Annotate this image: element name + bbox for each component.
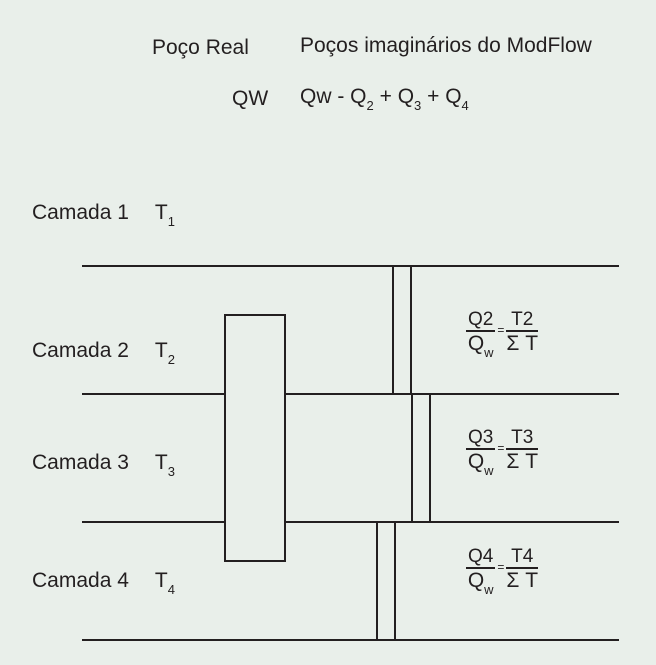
flow-ratio-formula: Q2 Qw = T2 Σ T — [466, 309, 539, 360]
imaginary-flow-expression: Qw - Q2 + Q3 + Q4 — [300, 85, 469, 113]
imaginary-well-layer3 — [411, 393, 431, 523]
flow-ratio-formula: Q3 Qw = T3 Σ T — [466, 427, 539, 478]
layer-boundary-line — [82, 639, 619, 641]
imaginary-well-layer4 — [376, 521, 396, 641]
real-well-flow: QW — [232, 87, 269, 110]
real-well-box — [224, 314, 286, 562]
layer-boundary-line — [82, 393, 619, 395]
layer-boundary-line — [82, 521, 619, 523]
layer-boundary-line — [82, 265, 619, 267]
imaginary-wells-label: Poços imaginários do ModFlow — [300, 34, 592, 57]
real-well-label: Poço Real — [152, 36, 249, 59]
imaginary-well-layer2 — [392, 265, 412, 395]
flow-ratio-formula: Q4 Qw = T4 Σ T — [466, 546, 539, 597]
